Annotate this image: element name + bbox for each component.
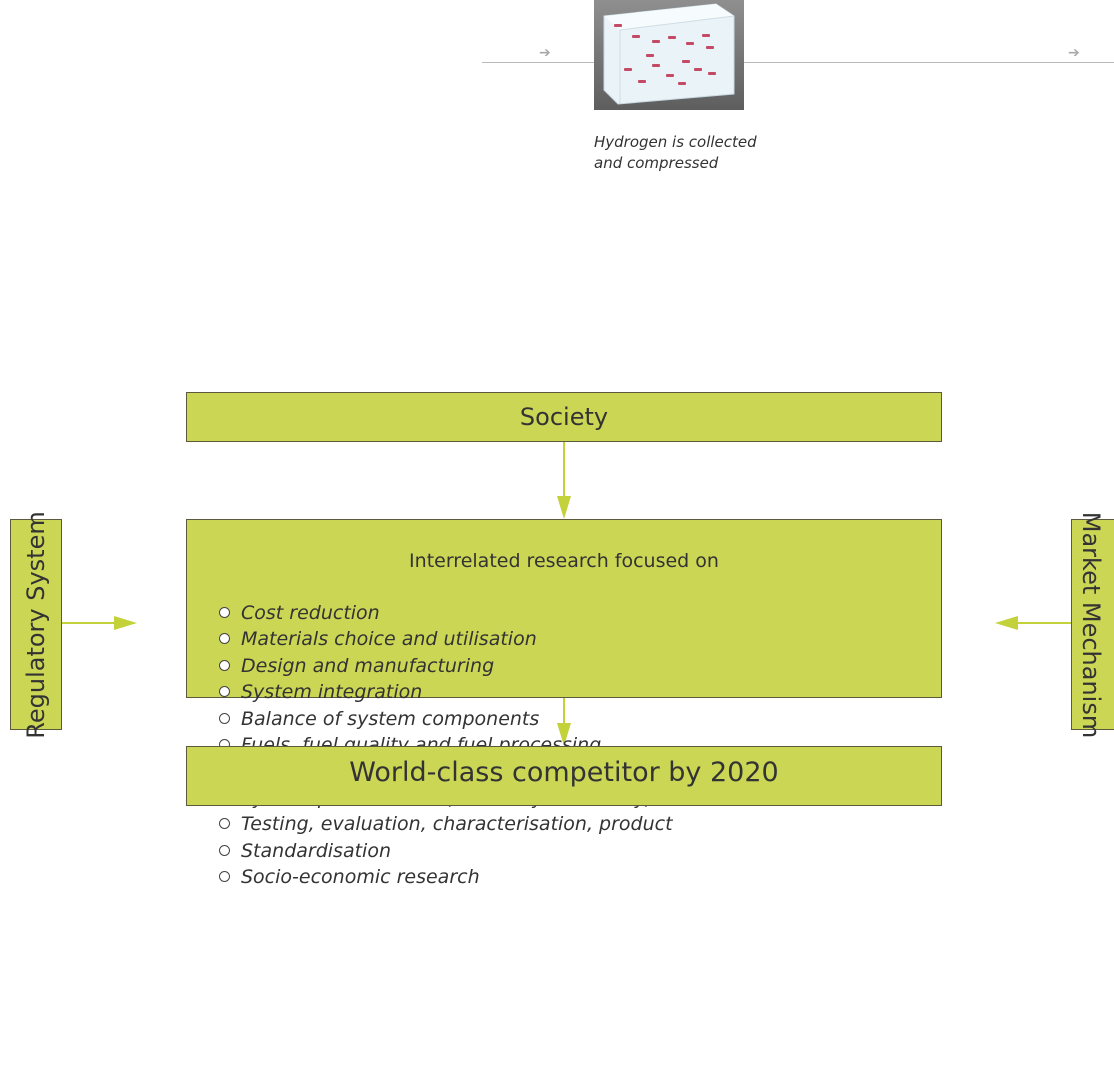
research-topic-label: Balance of system components <box>241 707 540 730</box>
circle-bullet-icon <box>219 818 230 830</box>
society-arrowhead-icon <box>557 496 571 519</box>
flow-caption-line-1: Hydrogen is collected <box>594 133 757 151</box>
flow-line-left <box>482 62 594 63</box>
circle-bullet-icon <box>219 607 230 618</box>
circle-bullet-icon <box>219 633 230 645</box>
circle-bullet-icon <box>219 686 230 698</box>
research-topic-item: Testing, evaluation, characterisation, p… <box>216 811 683 837</box>
research-topic-item: Standardisation <box>216 838 683 864</box>
circle-bullet-icon <box>219 870 230 882</box>
goal-label: World-class competitor by 2020 <box>349 757 779 788</box>
hydrogen-container-image <box>594 0 744 110</box>
flow-arrow-right-icon: ➔ <box>1068 45 1080 61</box>
regulatory-system-label: Regulatory System <box>22 510 50 739</box>
research-topic-item: Balance of system components <box>216 706 683 732</box>
research-topic-label: Testing, evaluation, characterisation, p… <box>241 813 673 836</box>
market-mechanism-label: Market Mechanism <box>1077 511 1105 738</box>
compressed-hydrogen-cube-icon <box>603 3 735 105</box>
research-heading: Interrelated research focused on <box>409 550 719 572</box>
research-topic-label: Cost reduction <box>241 602 380 624</box>
flow-arrow-left-icon: ➔ <box>539 45 551 61</box>
research-topic-item: Cost reduction <box>216 600 683 626</box>
market-mechanism-box: Market Mechanism <box>1071 511 1114 738</box>
circle-bullet-icon <box>219 712 230 724</box>
regulatory-system-box: Regulatory System <box>10 511 62 738</box>
research-topic-label: Socio-economic research <box>241 865 480 888</box>
research-topic-label: System integration <box>241 681 423 704</box>
society-label: Society <box>519 403 609 431</box>
research-topic-item: System integration <box>216 679 683 705</box>
circle-bullet-icon <box>219 844 230 856</box>
research-topic-item: Design and manufacturing <box>216 653 683 679</box>
flow-caption: Hydrogen is collected and compressed <box>594 132 757 174</box>
goal-box: World-class competitor by 2020 <box>186 746 942 806</box>
research-topic-label: Materials choice and utilisation <box>241 628 537 651</box>
goal-arrowhead-icon <box>557 723 571 746</box>
flow-line-right <box>744 62 1114 63</box>
research-topic-label: Design and manufacturing <box>241 654 495 677</box>
research-topic-item: Materials choice and utilisation <box>216 626 683 652</box>
research-topic-label: Standardisation <box>241 839 391 862</box>
regulatory-arrowhead-icon <box>114 616 137 630</box>
research-topic-item: Socio-economic research <box>216 864 683 890</box>
society-box: Society <box>186 392 942 442</box>
market-arrowhead-icon <box>995 616 1018 630</box>
flow-caption-line-2: and compressed <box>594 154 719 172</box>
research-topics-box: Interrelated research focused on Cost re… <box>186 519 942 888</box>
circle-bullet-icon <box>219 659 230 671</box>
